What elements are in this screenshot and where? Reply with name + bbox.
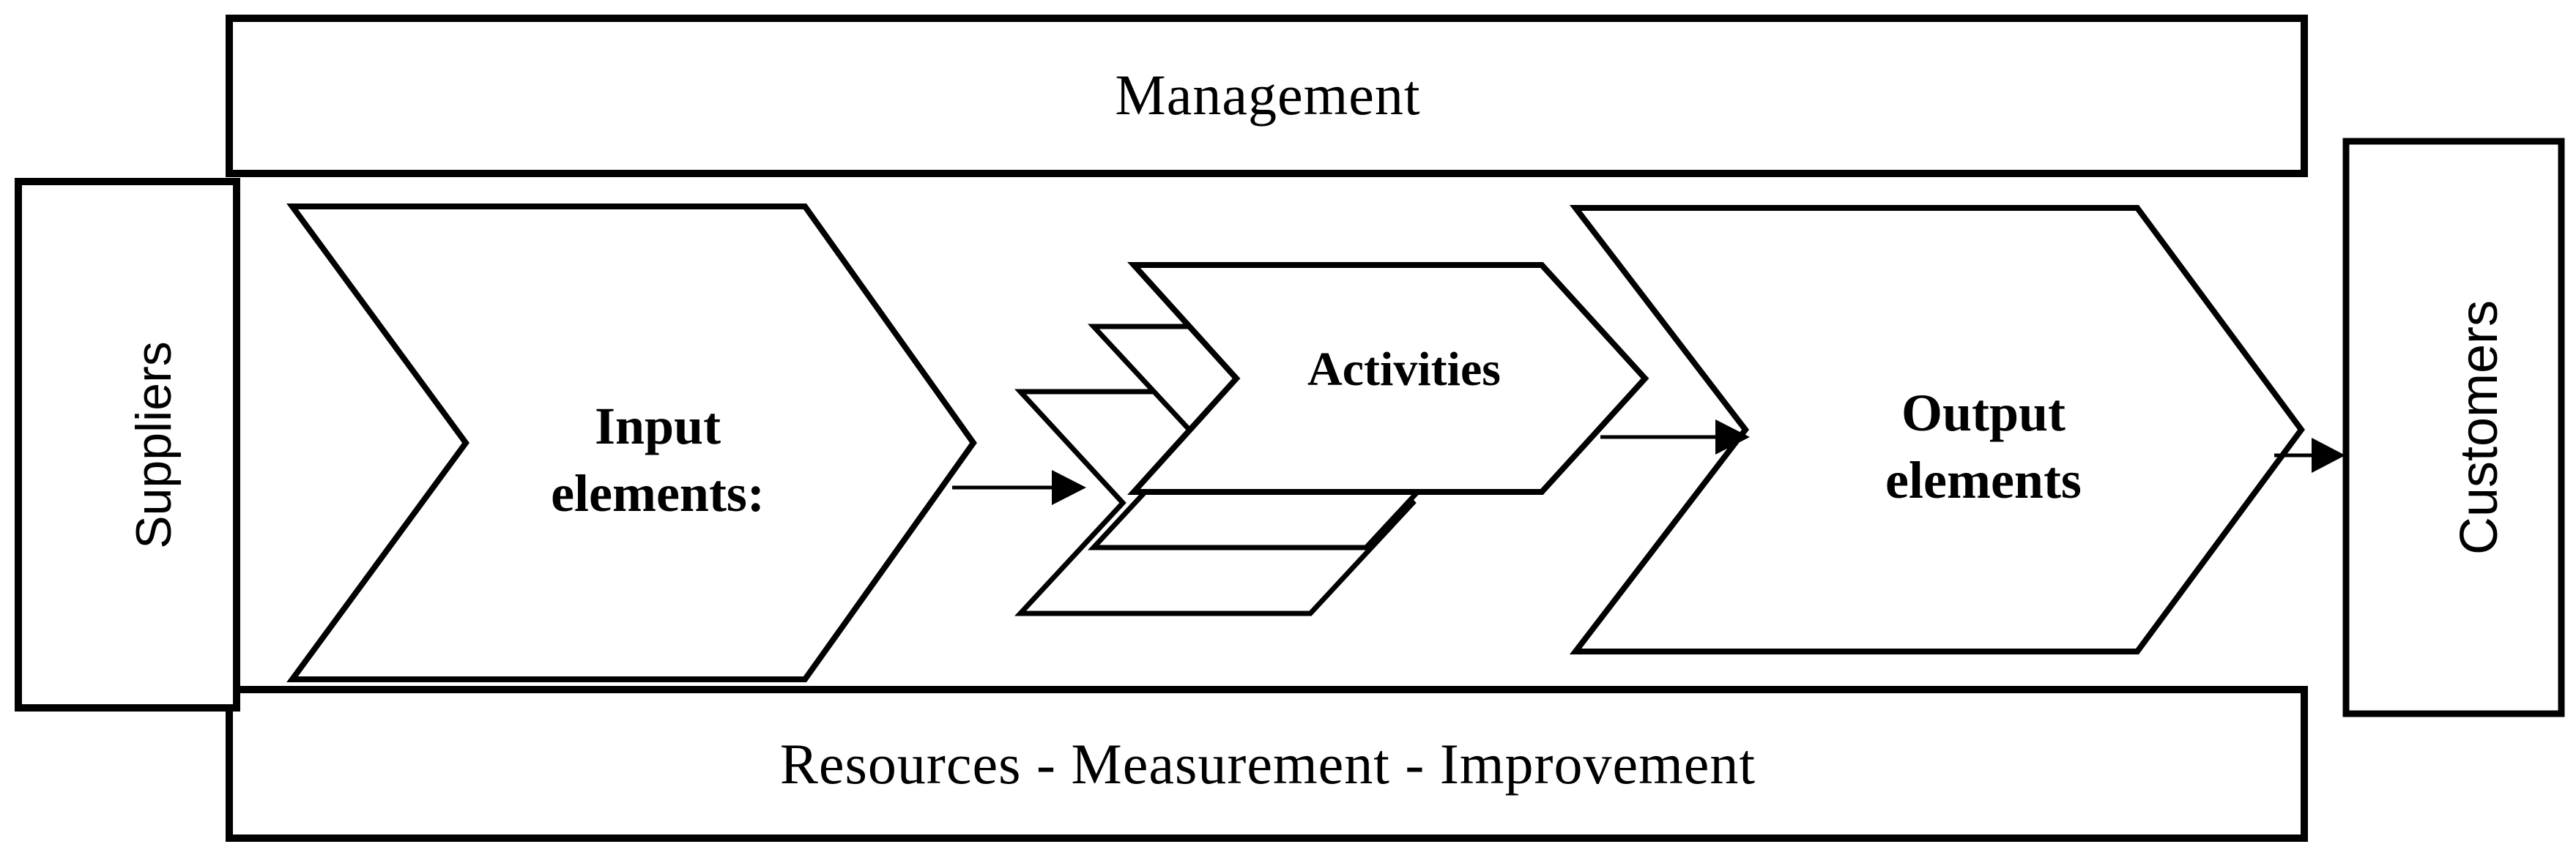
- output-chevron: [1569, 205, 2305, 654]
- management-box: [226, 15, 2308, 177]
- arrowhead-icon: [1715, 419, 1750, 455]
- resources-box: [226, 686, 2308, 842]
- arrow-input-to-activities: [952, 470, 1086, 505]
- customers-box: [2342, 138, 2565, 717]
- input-chevron: [286, 204, 977, 682]
- activities-chevron-front: [1126, 262, 1649, 495]
- arrowhead-icon: [1052, 470, 1086, 505]
- arrow-activities-to-output: [1600, 419, 1750, 455]
- suppliers-box: [15, 178, 240, 712]
- arrow-output-to-customers: [2274, 438, 2345, 473]
- arrowhead-icon: [2312, 438, 2345, 473]
